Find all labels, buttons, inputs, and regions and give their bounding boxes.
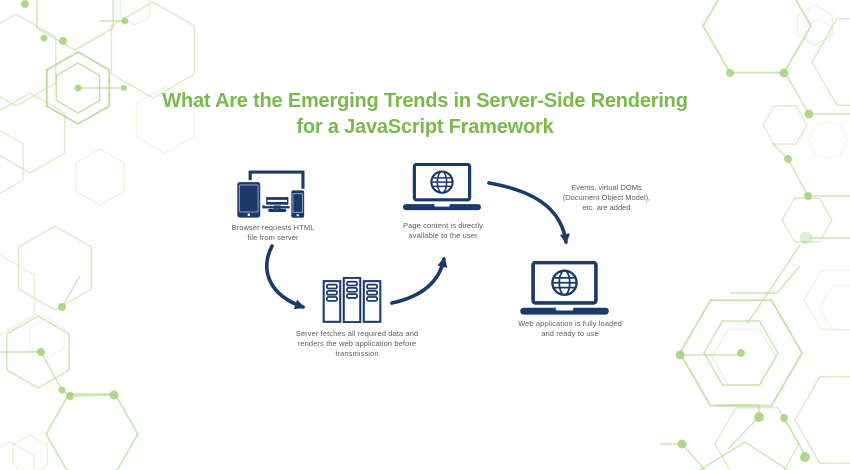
laptop-globe-icon [403,163,481,211]
arrow-devices-to-server [265,244,306,310]
globe-icon [430,170,454,194]
step-label-browser-request: Browser requests HTML file from server [231,223,315,242]
annotation-virtual-dom: Events, virtual DOMs (Document Object Mo… [562,183,651,212]
step-label-server-render: Server fetches all required data and ren… [295,329,419,358]
responsive-devices-icon [236,170,306,220]
server-rack-icon [322,277,382,323]
laptop-globe-icon [520,261,609,315]
page-title: What Are the Emerging Trends in Server-S… [162,90,688,138]
globe-icon [551,269,578,297]
step-label-app-ready: Web application is fully loaded and read… [518,319,622,338]
step-label-page-available: Page content is directly available to th… [403,221,483,240]
arrow-server-to-laptop [390,256,448,305]
desktop-stand-icon [264,195,290,213]
